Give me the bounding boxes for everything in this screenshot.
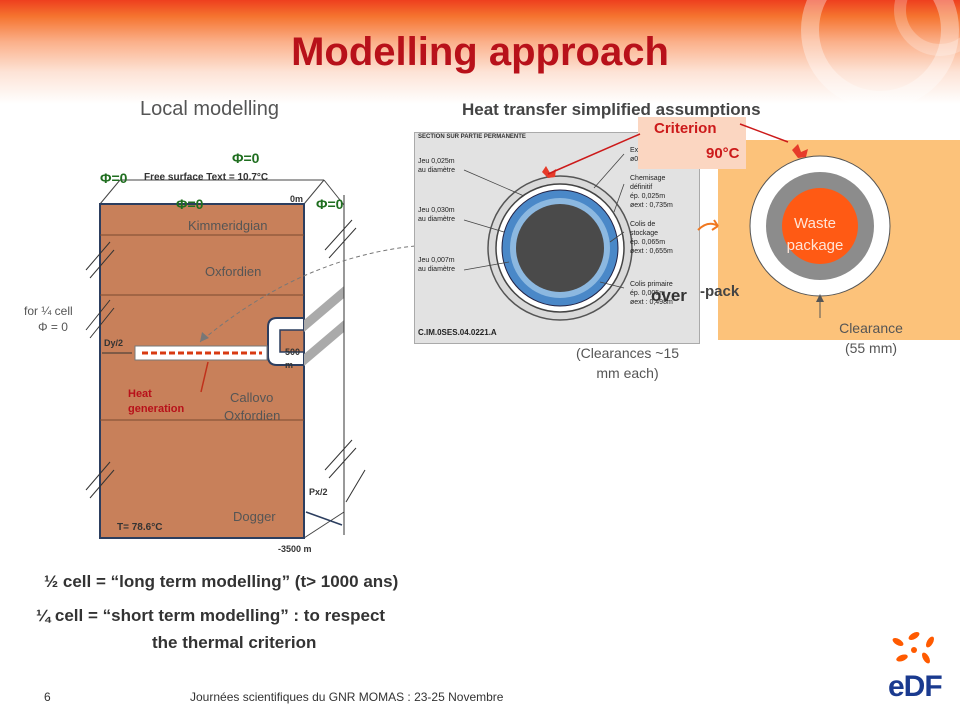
bottom-temperature-label: T= 78.6°C bbox=[117, 522, 163, 533]
criterion-label: Criterion bbox=[654, 120, 717, 137]
for-quarter-cell-label: for ¼ cell bbox=[24, 304, 73, 318]
page-number: 6 bbox=[44, 690, 51, 704]
geology-model-diagram bbox=[85, 179, 366, 539]
heat-transfer-heading: Heat transfer simplified assumptions bbox=[462, 100, 761, 119]
layer-callovo: Callovo bbox=[230, 390, 274, 405]
edf-logo-rays-icon bbox=[892, 632, 934, 664]
edf-logo-text: eDF bbox=[888, 670, 943, 703]
simplified-model-graphic bbox=[749, 144, 891, 318]
depth-500-label: 500 bbox=[285, 347, 301, 357]
header-decoration-circles bbox=[801, 0, 960, 109]
depth-500-unit: m bbox=[285, 360, 294, 370]
footer-text: Journées scientifiques du GNR MOMAS : 23… bbox=[190, 690, 504, 704]
slide-title: Modelling approach bbox=[291, 30, 669, 74]
section-header: SECTION SUR PARTIE PERMANENTE bbox=[418, 134, 526, 140]
phi-left-top-label: Φ=0 bbox=[100, 170, 128, 186]
over-label: over bbox=[651, 286, 687, 305]
heat-generation-label-2: generation bbox=[128, 403, 185, 415]
phi-eq-zero-label: Φ = 0 bbox=[38, 320, 68, 334]
depth-top-label: 0m bbox=[290, 194, 304, 204]
phi-top-label: Φ=0 bbox=[232, 150, 260, 166]
transform-arrow-icon bbox=[697, 219, 719, 231]
px-label: Px/2 bbox=[309, 487, 328, 497]
phi-surface-label: Φ=0 bbox=[176, 196, 204, 212]
clearance-55-label: Clearance(55 mm) bbox=[839, 320, 903, 356]
depth-bottom-label: -3500 m bbox=[278, 544, 312, 554]
layer-oxfordien-lower: Oxfordien bbox=[224, 408, 281, 423]
heat-generation-label-1: Heat bbox=[128, 388, 152, 400]
layer-dogger: Dogger bbox=[233, 509, 276, 524]
pack-label: -pack bbox=[700, 283, 740, 300]
half-cell-bullet: ½ cell = “long term modelling” (t> 1000 … bbox=[44, 572, 399, 591]
connector-dashed-arrow bbox=[199, 245, 416, 343]
criterion-box bbox=[638, 117, 746, 169]
header-band bbox=[0, 0, 960, 110]
free-surface-label: Free surface Text = 10.7°C bbox=[144, 172, 269, 183]
phi-right-label: Φ=0 bbox=[316, 196, 344, 212]
quarter-cell-bullet-cont: the thermal criterion bbox=[152, 633, 317, 652]
quarter-cell-bullet: ¼ cell = “short term modelling” : to res… bbox=[36, 606, 386, 625]
layer-kimmeridgian: Kimmeridgian bbox=[188, 218, 268, 233]
local-modelling-heading: Local modelling bbox=[140, 98, 279, 120]
criterion-value: 90°C bbox=[706, 145, 740, 162]
section-drawing-graphic bbox=[463, 153, 633, 321]
section-reference: C.IM.0SES.04.0221.A bbox=[418, 328, 497, 337]
dy-label: Dy/2 bbox=[104, 338, 124, 348]
criterion-arrows bbox=[547, 123, 789, 175]
layer-oxfordien: Oxfordien bbox=[205, 264, 262, 279]
